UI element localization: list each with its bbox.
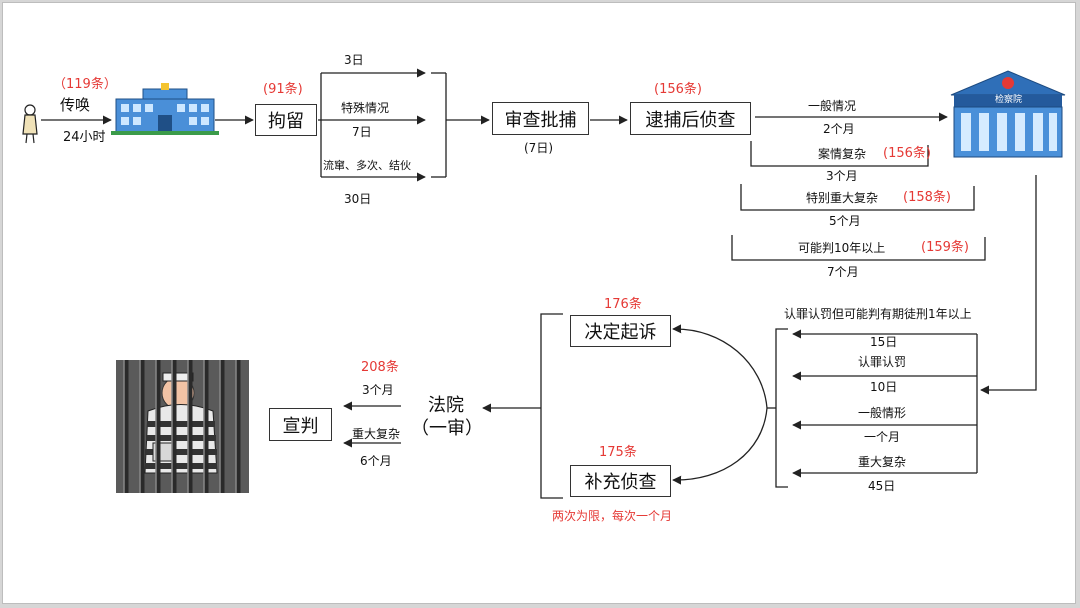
suspect-person-icon: [22, 104, 38, 144]
review-general-label: 一般情形: [858, 406, 907, 420]
case-complex-time: 3个月: [826, 169, 858, 183]
verdict-complex-label: 重大复杂: [352, 427, 401, 441]
post-arrest-article: (156条): [654, 82, 702, 97]
prisoner-jail-icon: [116, 360, 249, 493]
procuratorate-building-icon: [950, 70, 1066, 158]
approval-box: 审查批捕: [492, 102, 589, 135]
supplement-note: 两次为限，每次一个月: [552, 509, 673, 523]
branch-special-label: 特殊情况: [341, 101, 390, 115]
review-plea-label: 认罪认罚: [858, 355, 907, 369]
summon-label: 传唤: [60, 96, 91, 114]
case-major-article: (158条): [903, 190, 951, 205]
review-complex-time: 45日: [868, 479, 896, 493]
case-ten-years-article: (159条): [921, 240, 969, 255]
detention-article: (91条): [263, 82, 303, 97]
review-general-time: 一个月: [864, 430, 901, 444]
review-plea-1year-label: 认罪认罚但可能判有期徒刑1年以上: [784, 307, 972, 321]
procuratorate-sign: 检察院: [995, 95, 1023, 105]
arrow-to-supplement: [672, 407, 768, 485]
review-complex-label: 重大复杂: [858, 455, 907, 469]
arrow-to-prosecute: [672, 324, 768, 409]
case-ten-years-label: 可能判10年以上: [798, 241, 886, 255]
supplement-article: 175条: [599, 445, 637, 460]
case-general-time: 2个月: [823, 122, 855, 136]
court-stage: （一审）: [411, 418, 483, 439]
verdict-complex-time: 6个月: [360, 454, 392, 468]
case-ten-years-time: 7个月: [827, 265, 859, 279]
prosecute-box: 决定起诉: [570, 315, 671, 347]
flow-lines: [22, 68, 1066, 499]
supplement-box: 补充侦查: [570, 465, 671, 497]
summon-time: 24小时: [63, 130, 106, 145]
verdict-article: 208条: [361, 360, 399, 375]
review-plea-time: 10日: [870, 380, 898, 394]
post-arrest-box: 逮捕后侦查: [630, 102, 751, 135]
police-station-icon: [111, 83, 219, 135]
case-complex-article: (156条): [883, 146, 931, 161]
branch-roving-time: 30日: [344, 192, 372, 206]
verdict-normal-time: 3个月: [362, 383, 394, 397]
verdict-box: 宣判: [269, 408, 332, 441]
court-label: 法院: [428, 395, 464, 416]
branch-special-time: 7日: [352, 125, 372, 139]
arrow-procuratorate-to-review: [980, 175, 1037, 395]
branch-roving-label: 流窜、多次、结伙: [323, 159, 411, 172]
approval-time: (7日): [524, 141, 553, 155]
review-plea-1year-time: 15日: [870, 335, 898, 349]
case-general-label: 一般情况: [808, 99, 857, 113]
case-major-label: 特别重大复杂: [806, 191, 879, 205]
prosecute-article: 176条: [604, 297, 642, 312]
case-complex-label: 案情复杂: [818, 147, 867, 161]
summon-article: （119条）: [53, 77, 117, 92]
branch-3days-label: 3日: [344, 53, 364, 67]
detention-box: 拘留: [255, 104, 317, 136]
case-major-time: 5个月: [829, 214, 861, 228]
